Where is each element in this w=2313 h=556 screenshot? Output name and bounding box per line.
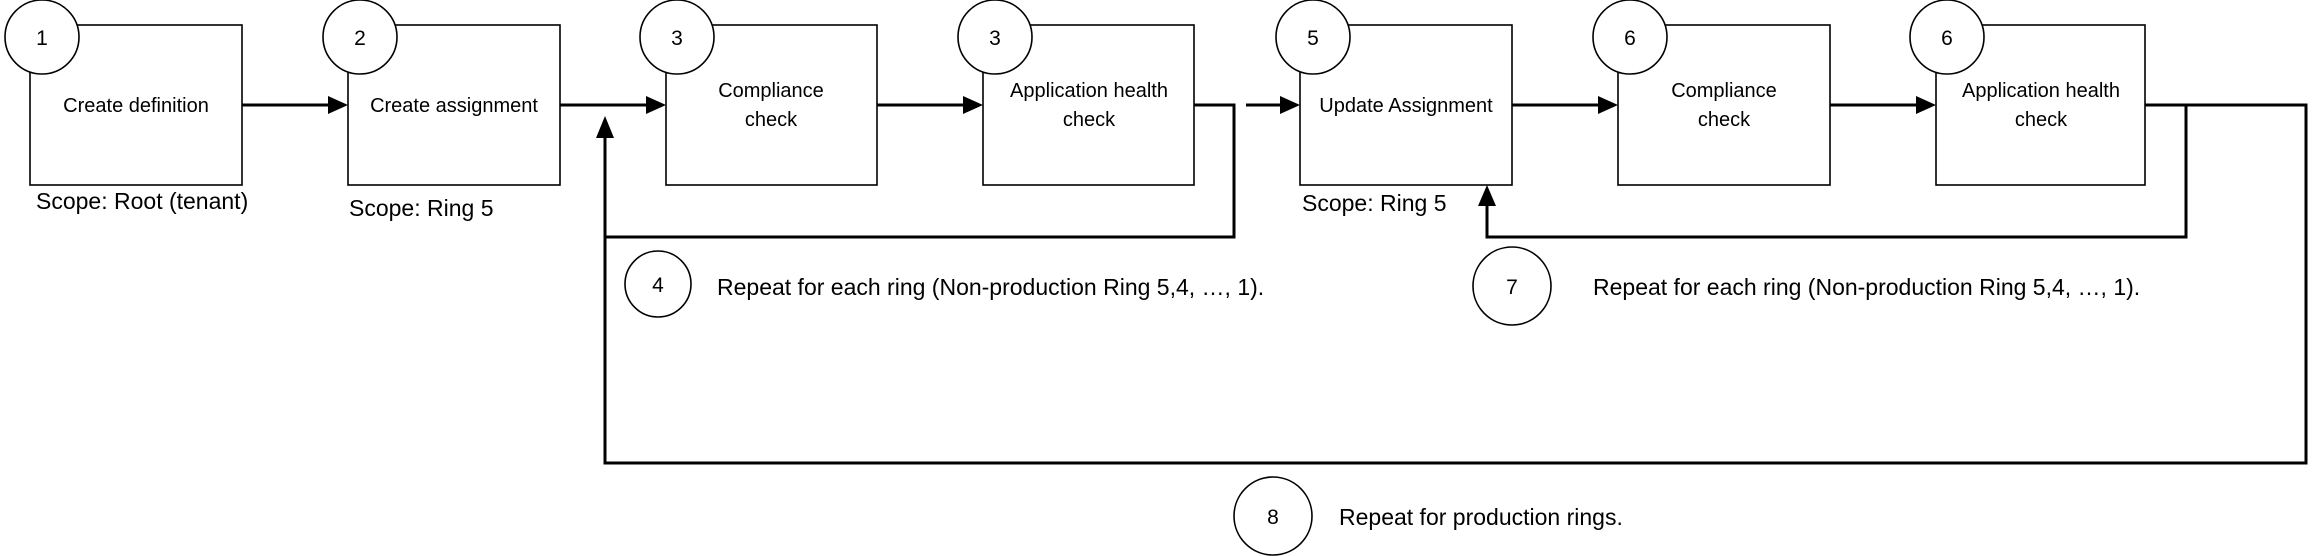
arrowhead-5-to-6 xyxy=(1598,96,1618,114)
step-number: 6 xyxy=(1624,27,1636,50)
step-label: Application health xyxy=(1962,80,2120,102)
step-number-circle xyxy=(1275,0,1351,75)
loop-description: Repeat for each ring (Non-production Rin… xyxy=(717,274,1264,300)
scope-caption: Scope: Root (tenant) xyxy=(36,188,248,214)
arrowhead-1-to-2 xyxy=(328,96,348,114)
step-number: 2 xyxy=(354,27,366,50)
arrowhead-2-to-3 xyxy=(646,96,666,114)
loop-4-arrowhead xyxy=(596,116,614,138)
step-label: Create definition xyxy=(63,95,209,117)
scope-caption: Scope: Ring 5 xyxy=(1302,190,1446,216)
arrowhead-3-to-3b xyxy=(963,96,983,114)
loop-number-circle xyxy=(624,250,692,318)
step-label: check xyxy=(1698,109,1751,131)
step-label: check xyxy=(2015,109,2068,131)
loop-number: 4 xyxy=(652,274,664,297)
step-label: Application health xyxy=(1010,80,1168,102)
scope-caption: Scope: Ring 5 xyxy=(349,195,493,221)
step-number-circle xyxy=(639,0,715,75)
box-labels: Create definition Create assignment Comp… xyxy=(63,80,2120,131)
step-number: 5 xyxy=(1307,27,1319,50)
step-number-circles: 1 2 3 3 5 6 6 xyxy=(4,0,1985,75)
step-number-circle xyxy=(4,0,80,75)
step-number: 3 xyxy=(989,27,1001,50)
loop-number-circle xyxy=(1233,476,1313,556)
step-label: check xyxy=(1063,109,1116,131)
step-label: Compliance xyxy=(1671,80,1777,102)
step-number-circle xyxy=(322,0,398,75)
step-number-circle xyxy=(957,0,1033,75)
step-number: 6 xyxy=(1941,27,1953,50)
step-label: Create assignment xyxy=(370,95,538,117)
step-label: check xyxy=(745,109,798,131)
loop-number: 7 xyxy=(1506,276,1518,299)
loop-description: Repeat for each ring (Non-production Rin… xyxy=(1593,274,2140,300)
loop-8-connector xyxy=(603,103,2308,465)
loop-description: Repeat for production rings. xyxy=(1339,504,1623,530)
step-number-circle xyxy=(1592,0,1668,75)
step-label: Compliance xyxy=(718,80,824,102)
loop-number-circle xyxy=(1472,246,1552,326)
arrowhead-into-5 xyxy=(1280,96,1300,114)
step-number: 3 xyxy=(671,27,683,50)
loop-7-connector xyxy=(1485,105,2188,239)
connectors xyxy=(242,96,2308,465)
scope-captions: Scope: Root (tenant) Scope: Ring 5 Scope… xyxy=(36,188,1446,221)
step-number: 1 xyxy=(36,27,48,50)
step-number-circle xyxy=(1909,0,1985,75)
loop-number: 8 xyxy=(1267,506,1279,529)
arrowhead-6-to-6b xyxy=(1916,96,1936,114)
step-label: Update Assignment xyxy=(1319,95,1493,117)
loop-7-arrowhead xyxy=(1478,185,1496,206)
loop-notes: 4 Repeat for each ring (Non-production R… xyxy=(624,246,2140,556)
